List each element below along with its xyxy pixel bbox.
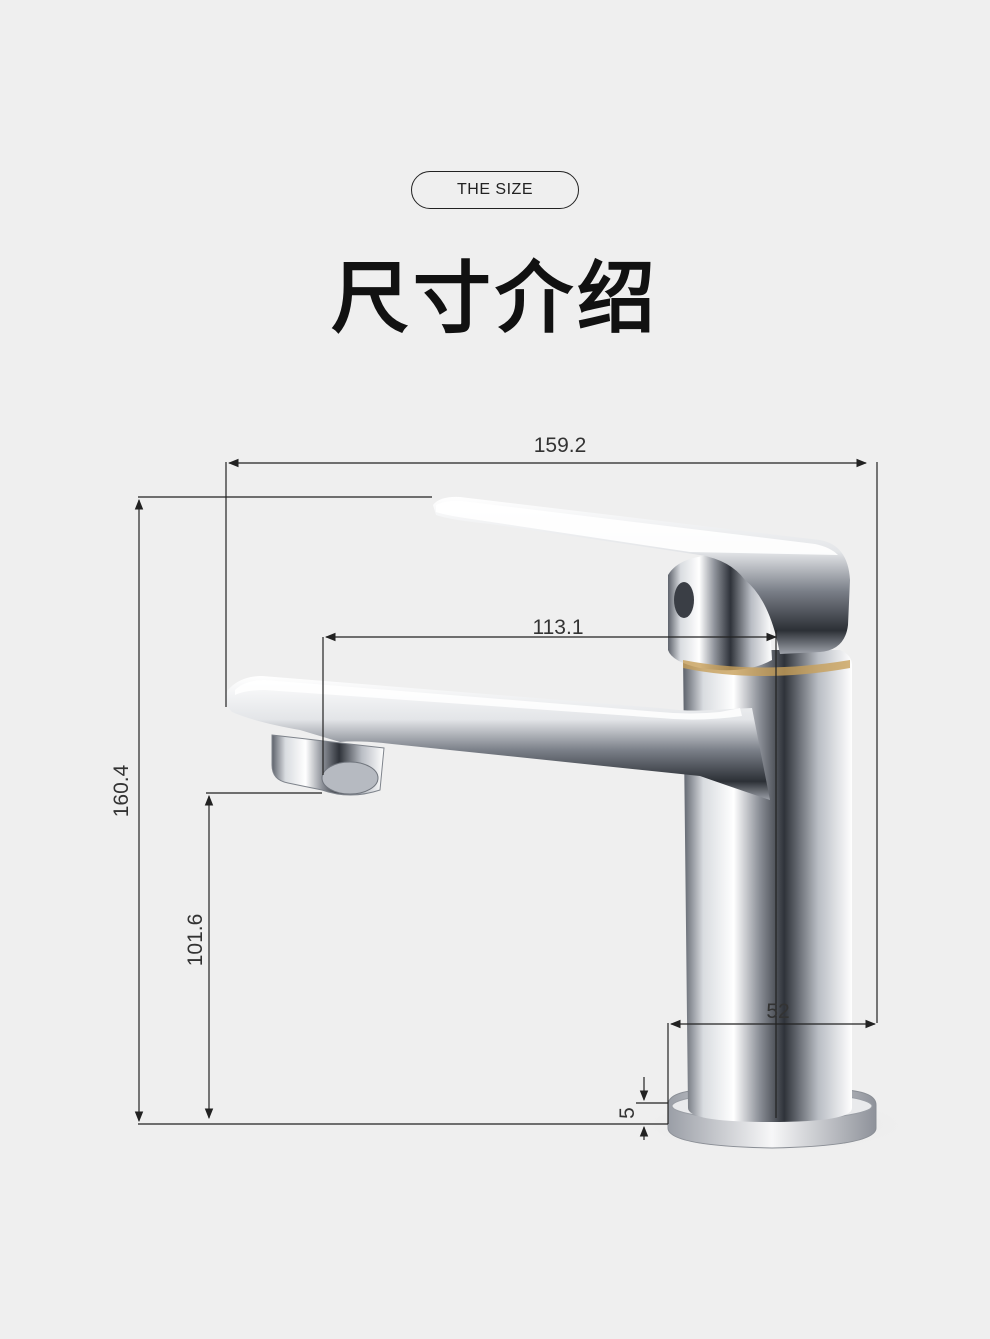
- label-base-diameter: 52: [766, 1000, 789, 1023]
- label-overall-width: 159.2: [534, 434, 587, 457]
- section-tag: THE SIZE: [411, 171, 579, 209]
- faucet-cartridge: [668, 555, 772, 671]
- faucet-spout: [225, 676, 770, 800]
- label-base-thickness: 5: [616, 1107, 639, 1119]
- page-title: 尺寸介绍: [330, 254, 659, 344]
- dimension-lines: [134, 458, 878, 1140]
- label-overall-height: 160.4: [110, 764, 133, 817]
- label-spout-reach: 113.1: [533, 616, 584, 639]
- faucet-image: [225, 496, 910, 1153]
- label-spout-height: 101.6: [184, 914, 207, 967]
